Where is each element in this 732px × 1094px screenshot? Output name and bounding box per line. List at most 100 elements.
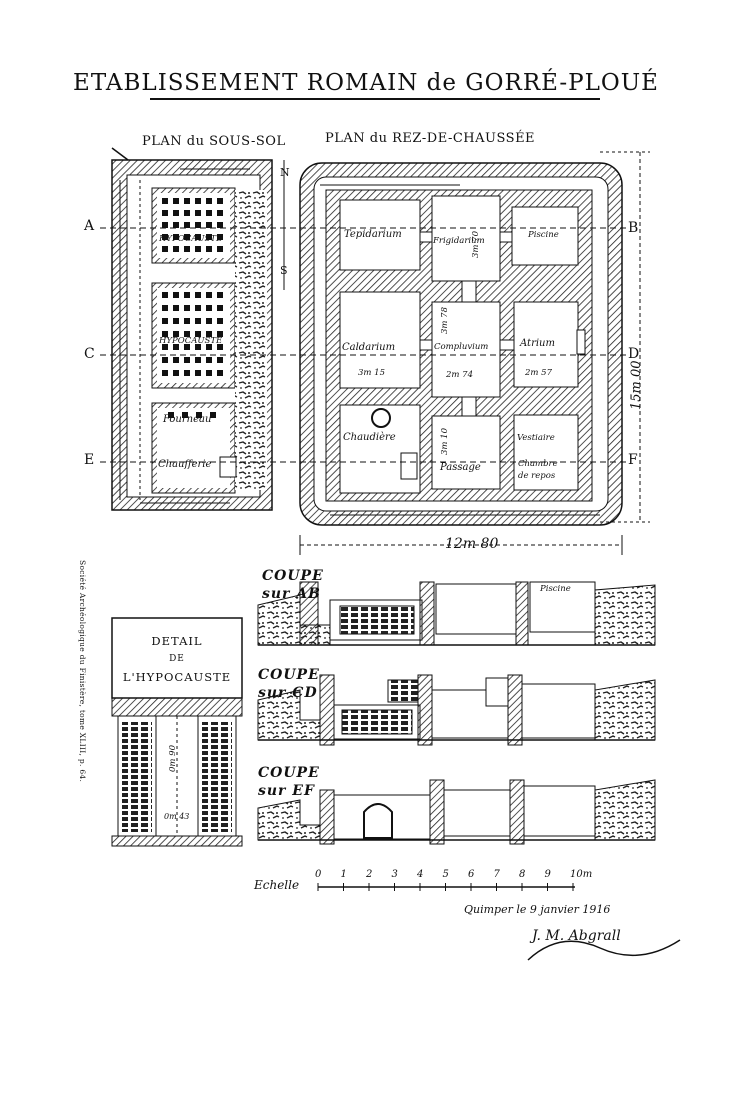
room-label-piscine: Piscine [528,230,559,240]
section-ab-title: COUPE sur AB [262,567,324,603]
title-underline [150,98,600,100]
hypocaust-detail-drawing [111,617,243,847]
hypocaust-pillar [162,198,168,204]
basement-plan [111,147,273,511]
signature-place-date: Quimper le 9 janvier 1916 [464,903,611,916]
frigidarium-room [431,195,501,282]
section-ab-line2: sur AB [262,586,322,602]
hypocaust-pillar [162,234,168,240]
basement-label-hypocauste-2: HYPOCAUSTE [159,336,223,346]
room-label-tepidarium: Tepidarium [344,229,402,240]
compluvium-room [431,301,501,398]
hypocaust-pillar [217,357,223,363]
basement-label-fourneau: Fourneau [163,414,212,425]
signature-name: J. M. Abgrall [532,928,621,944]
scale-tick-label: 0 [315,869,322,880]
hypocaust-pillar [184,344,190,350]
hypocaust-pillar [184,222,190,228]
hypocaust-pillar [184,198,190,204]
basement-plan-title: PLAN du SOUS-SOL [142,134,286,149]
hypocaust-pillar [184,318,190,324]
hypocaust-pillar [173,210,179,216]
dim-caldarium: 3m 15 [358,368,385,378]
page-title: ETABLISSEMENT ROMAIN de GORRÉ-PLOUÉ [73,70,659,96]
hypocaust-pillar [217,370,223,376]
hypocaust-pillar [217,331,223,337]
hypocaust-pillar [195,234,201,240]
hypocaust-pillar [206,210,212,216]
scale-tick-label: 6 [468,869,475,880]
hypocaust-pillar [162,318,168,324]
hypocaust-pillar [173,331,179,337]
hypocaust-pillar [184,246,190,252]
scale-tick-label: 9 [544,869,551,880]
hypocaust-pillar [206,222,212,228]
detail-dim-small: 0m 43 [164,812,190,821]
hypocaust-pillar [195,318,201,324]
dim-compluvium-v: 3m 78 [440,307,450,334]
section-ef-line1: COUPE [258,765,320,781]
hypocaust-pillar [206,370,212,376]
section-cd-title: COUPE sur CD [258,666,320,702]
room-label-caldarium: Caldarium [342,342,396,353]
section-cd-drawing [257,674,656,746]
hypocaust-pillar [206,318,212,324]
hypocaust-pillar [184,292,190,298]
hypocaust-pillar [173,370,179,376]
dimension-lines [283,151,650,555]
dim-atrium: 2m 57 [525,368,552,378]
section-lines [100,227,630,463]
scale-tick-label: 7 [493,869,500,880]
boiler-circle [371,408,391,428]
detail-line1: DETAIL [151,634,203,648]
hypocaust-pillar [206,292,212,298]
scale-tick-label: 1 [340,869,347,880]
dim-total-height: 15m 00 [629,360,644,410]
hypocaust-pillar [195,198,201,204]
ground-plan [299,162,623,526]
scale-tick-label: 4 [417,869,424,880]
atrium-room [513,301,579,388]
hypocaust-pillar [195,246,201,252]
basement-label-hypocauste-1: HYPOCAUSTE [159,234,223,244]
hypocaust-pillar [184,331,190,337]
section-cd-line2: sur CD [258,685,318,701]
hypocaust-pillar [210,412,216,418]
hypocaust-pillar [195,210,201,216]
hypocaust-pillar [184,370,190,376]
detail-dim-height: 0m 90 [168,745,178,772]
hypocaust-pillar [162,344,168,350]
basement-fill [235,190,267,490]
hypocaust-pillar [162,357,168,363]
hypocaust-pillar [173,357,179,363]
room-label-atrium: Atrium [520,338,555,349]
hypocaust-pillar [195,344,201,350]
piscine-room [511,206,579,266]
hypocaust-pillar [184,210,190,216]
hypocaust-pillar [162,292,168,298]
hypocaust-pillar [206,357,212,363]
hypocaust-pillar [184,234,190,240]
hypocaust-detail-caption: DETAIL DE L'HYPOCAUSTE [112,632,242,686]
hypocaust-pillar [217,198,223,204]
section-ef-drawing [257,779,656,845]
hypocaust-pillar [206,234,212,240]
hypocaust-pillar [217,246,223,252]
hypocaust-pillar [206,331,212,337]
room-label-chaudiere: Chaudière [343,432,396,443]
section-letter-e: E [84,452,95,468]
section-ab-piscine: Piscine [540,584,571,594]
scale-tick-label: 10m [570,869,593,880]
dim-passage: 3m 10 [440,428,450,455]
hypocaust-pillar [195,357,201,363]
hypocaust-pillar [173,234,179,240]
hypocaust-pillar [173,292,179,298]
dim-compluvium-h: 2m 74 [446,370,473,380]
caldarium-room [339,291,421,389]
hypocaust-pillar [184,305,190,311]
room-label-frigidarium: Frigidarium [433,236,485,246]
north-letter: N [280,166,290,179]
basement-label-chaufferie: Chaufferie [158,459,212,470]
hypocaust-pillar [196,412,202,418]
signature-flourish [527,939,681,961]
